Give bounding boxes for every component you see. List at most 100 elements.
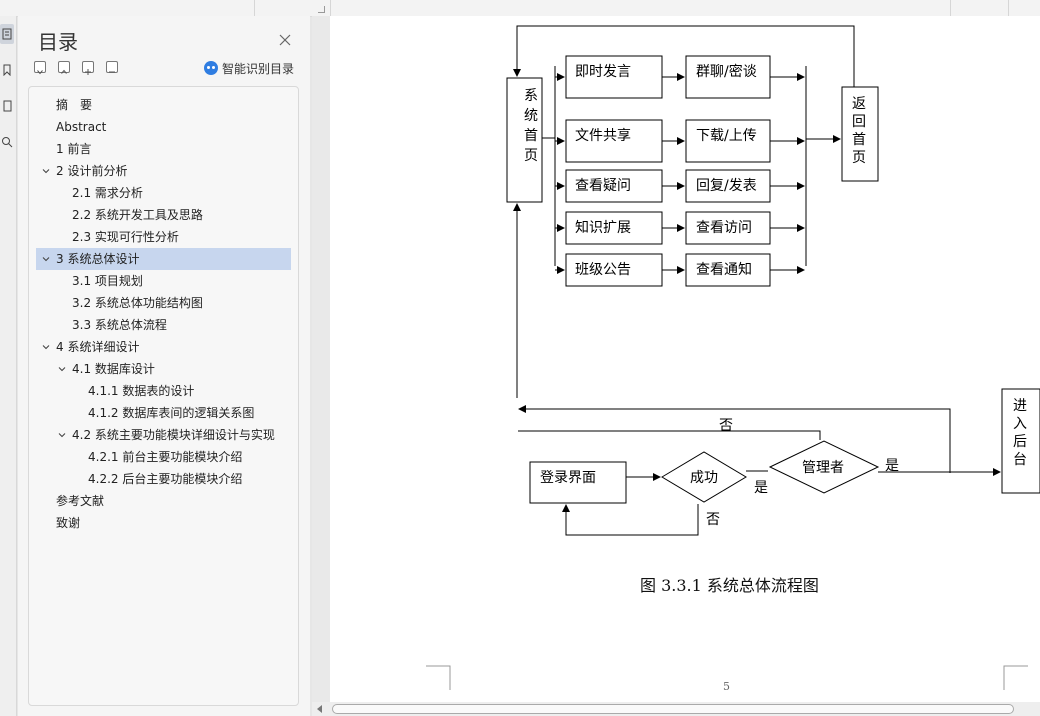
toc-item-label: 摘 要 [56, 98, 93, 112]
return-box-char: 页 [852, 150, 866, 166]
toc-item[interactable]: 4.2.2 后台主要功能模块介绍 [36, 468, 291, 490]
backend-box-char: 台 [1013, 452, 1027, 468]
backend-box-char: 入 [1013, 416, 1027, 432]
toc-item[interactable]: 摘 要 [36, 94, 291, 116]
toc-item[interactable]: 2 设计前分析 [36, 160, 291, 182]
smart-recognize-toc-button[interactable]: 智能识别目录 [204, 60, 294, 76]
toc-item-label: 2.1 需求分析 [72, 186, 143, 200]
system-flow-diagram: 即时发言群聊/密谈文件共享下载/上传查看疑问回复/发表知识扩展查看访问班级公告查… [506, 25, 1040, 536]
toc-item[interactable]: 3.3 系统总体流程 [36, 314, 291, 336]
ai-icon [204, 61, 218, 75]
toc-item[interactable]: 2.2 系统开发工具及思路 [36, 204, 291, 226]
scroll-left-icon[interactable] [317, 705, 322, 713]
toc-panel: 目录 智能识别目录 摘 要 Abstract 1 前言 2 设计前分析 2.1 需求分析… [18, 16, 310, 716]
login-label: 登录界面 [540, 470, 596, 486]
toc-item[interactable]: 2.1 需求分析 [36, 182, 291, 204]
toc-item-label: 4.2 系统主要功能模块详细设计与实现 [72, 428, 275, 442]
document-page: 即时发言群聊/密谈文件共享下载/上传查看疑问回复/发表知识扩展查看访问班级公告查… [330, 16, 1040, 702]
toc-item-label: 致谢 [56, 516, 81, 530]
page-icon[interactable] [0, 96, 14, 116]
toc-item[interactable]: 4.2.1 前台主要功能模块介绍 [36, 446, 291, 468]
toc-item-label: 2.3 实现可行性分析 [72, 230, 179, 244]
resize-corner-icon[interactable] [318, 6, 325, 13]
return-home-box [841, 86, 879, 182]
toc-item[interactable]: 4.1 数据库设计 [36, 358, 291, 380]
login-box [529, 461, 627, 504]
no-label: 否 [719, 418, 733, 434]
toc-item-label: 4.2.2 后台主要功能模块介绍 [88, 472, 243, 486]
action-label: 群聊/密谈 [696, 63, 757, 80]
toolbar-segment [254, 0, 331, 16]
collapse-all-icon[interactable] [58, 61, 70, 74]
toc-item-label: 1 前言 [56, 142, 92, 156]
toc-title: 目录 [38, 30, 78, 54]
toc-item-label: 3.1 项目规划 [72, 274, 143, 288]
admin-diamond [768, 440, 880, 494]
navigation-rail [0, 16, 17, 716]
page-number: 5 [723, 680, 730, 693]
toc-item[interactable]: 致谢 [36, 512, 291, 534]
function-label: 班级公告 [575, 262, 631, 278]
smart-recognize-label: 智能识别目录 [222, 61, 295, 76]
chevron-down-icon[interactable] [58, 431, 66, 439]
close-icon[interactable] [277, 32, 293, 48]
flow-row [555, 55, 805, 99]
toc-icon[interactable] [0, 24, 14, 44]
expand-all-icon[interactable] [34, 61, 46, 75]
action-label: 查看通知 [696, 261, 752, 278]
toc-item[interactable]: 3.1 项目规划 [36, 270, 291, 292]
return-box-char: 回 [852, 114, 866, 130]
function-label: 查看疑问 [575, 178, 631, 194]
enter-backend-box [1001, 388, 1040, 494]
scrollbar-thumb[interactable] [332, 704, 1014, 714]
backend-box-char: 后 [1013, 434, 1027, 450]
toc-item-label: 3.2 系统总体功能结构图 [72, 296, 203, 310]
action-label: 查看访问 [696, 220, 752, 236]
toc-item-label: 3.3 系统总体流程 [72, 318, 167, 332]
panel-separator[interactable] [312, 16, 330, 716]
toc-item[interactable]: 参考文献 [36, 490, 291, 512]
figure-caption: 图 3.3.1 系统总体流程图 [640, 576, 819, 595]
chevron-down-icon[interactable] [58, 365, 66, 373]
toolbar-segment [950, 0, 1009, 16]
toc-item-label: 2 设计前分析 [56, 164, 128, 178]
remove-heading-icon[interactable] [106, 61, 118, 73]
toolbar-segment [780, 0, 951, 16]
toc-item-label: 2.2 系统开发工具及思路 [72, 208, 203, 222]
toc-item-label: Abstract [56, 120, 107, 134]
home-box-char: 首 [524, 128, 538, 144]
toc-item[interactable]: 2.3 实现可行性分析 [36, 226, 291, 248]
toc-item[interactable]: Abstract [36, 116, 291, 138]
flow-row [555, 211, 805, 245]
chevron-down-icon[interactable] [42, 343, 50, 351]
horizontal-scrollbar[interactable] [312, 702, 1040, 716]
admin-label: 管理者 [802, 460, 844, 476]
chevron-down-icon[interactable] [42, 255, 50, 263]
toc-item-label: 4.2.1 前台主要功能模块介绍 [88, 450, 243, 464]
toc-item[interactable]: 4.2 系统主要功能模块详细设计与实现 [36, 424, 291, 446]
action-label: 下载/上传 [696, 128, 757, 144]
success-diamond [661, 451, 747, 503]
return-box-char: 返 [852, 96, 866, 112]
toc-item[interactable]: 4.1.1 数据表的设计 [36, 380, 291, 402]
home-box-char: 系 [524, 88, 538, 104]
return-box-char: 首 [852, 132, 866, 148]
function-label: 知识扩展 [575, 219, 631, 236]
toc-item[interactable]: 4.1.2 数据库表间的逻辑关系图 [36, 402, 291, 424]
chevron-down-icon[interactable] [42, 167, 50, 175]
yes-label: 是 [885, 458, 899, 474]
toc-item-label: 4.1.1 数据表的设计 [88, 384, 195, 398]
flow-row [555, 119, 805, 163]
toc-item[interactable]: 3 系统总体设计 [36, 248, 291, 270]
bookmark-icon[interactable] [0, 60, 14, 80]
add-heading-icon[interactable] [82, 61, 94, 75]
home-box-char: 统 [524, 108, 538, 124]
search-icon[interactable] [0, 132, 14, 152]
toc-item[interactable]: 1 前言 [36, 138, 291, 160]
toc-item[interactable]: 3.2 系统总体功能结构图 [36, 292, 291, 314]
toc-item[interactable]: 4 系统详细设计 [36, 336, 291, 358]
success-label: 成功 [690, 470, 718, 486]
top-toolbar-strip [0, 0, 1040, 17]
toc-item-label: 4.1 数据库设计 [72, 362, 155, 376]
toc-list: 摘 要 Abstract 1 前言 2 设计前分析 2.1 需求分析 2.2 系统开发工具… [28, 86, 299, 706]
